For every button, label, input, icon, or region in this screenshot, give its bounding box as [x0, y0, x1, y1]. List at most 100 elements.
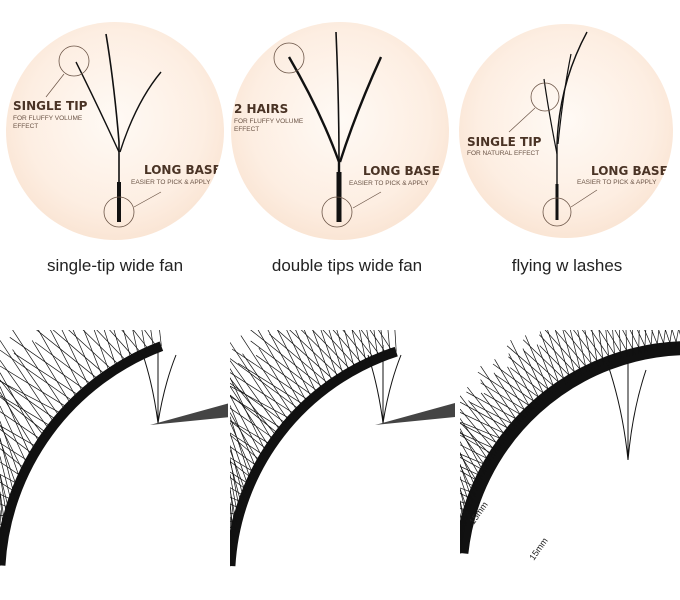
- lash-fiber: [460, 526, 463, 551]
- lash-fan-illustration: [508, 31, 598, 227]
- lash-fiber: [493, 372, 524, 420]
- lash-fan: [382, 354, 402, 424]
- base-title: LONG BASE: [144, 163, 221, 177]
- base-description: EASIER TO PICK & APPLY: [131, 179, 211, 186]
- lash-fiber: [536, 344, 556, 392]
- lash-fiber: [121, 330, 143, 355]
- lash-fiber: [250, 340, 320, 394]
- lash-fiber: [460, 500, 467, 527]
- lash-fan: [157, 354, 177, 424]
- lash-fiber: [230, 395, 264, 459]
- lash-fiber: [460, 453, 490, 467]
- lash-fiber: [0, 411, 43, 441]
- lash-fiber: [539, 331, 561, 388]
- lash-fiber: [460, 408, 498, 454]
- lash-fiber: [230, 489, 237, 525]
- lash-fiber: [665, 330, 673, 349]
- lash-fiber: [230, 457, 256, 474]
- lash-fiber: [141, 330, 147, 353]
- lash-fiber: [638, 330, 640, 354]
- lash-fiber: [68, 330, 114, 372]
- lash-fiber: [577, 330, 588, 373]
- lash-fiber: [332, 330, 364, 366]
- lash-fiber: [9, 337, 87, 392]
- lash-fiber: [230, 432, 265, 457]
- lash-fiber: [495, 374, 539, 405]
- lash-fiber: [0, 365, 69, 409]
- lash-fiber: [477, 371, 535, 410]
- lash-fiber: [466, 391, 522, 423]
- lash-fiber: [460, 487, 477, 495]
- lash-fiber: [0, 395, 53, 428]
- lash-fiber: [0, 474, 10, 513]
- lash-fiber: [651, 330, 661, 351]
- lash-fiber: [460, 470, 481, 483]
- lash-fiber: [0, 493, 5, 537]
- lash-fiber: [668, 330, 673, 350]
- base-description: EASIER TO PICK & APPLY: [349, 180, 429, 187]
- lash-fiber: [96, 330, 128, 363]
- lash-fiber: [573, 330, 602, 367]
- lash-fiber: [113, 330, 125, 365]
- lash-fiber: [359, 330, 367, 364]
- lash-fiber: [625, 330, 628, 357]
- lash-fiber: [460, 428, 485, 475]
- lash-fiber: [598, 330, 604, 365]
- lash-fiber: [103, 330, 118, 369]
- lash-fiber: [83, 330, 104, 378]
- lash-fiber: [0, 456, 13, 505]
- lash-fiber: [460, 412, 510, 437]
- feature-description: FOR FLUFFY VOLUME EFFECT: [234, 118, 304, 133]
- lash-fiber: [230, 476, 248, 491]
- lash-fiber: [460, 476, 472, 509]
- lash-fiber: [320, 330, 339, 380]
- lash-fiber: [590, 330, 613, 362]
- lash-fiber: [570, 330, 582, 376]
- lash-fiber: [0, 396, 48, 434]
- lash-fiber: [12, 330, 66, 412]
- lash-fiber: [508, 353, 537, 407]
- lash-fiber: [144, 330, 158, 348]
- lash-fiber: [31, 340, 72, 406]
- lash-fiber: [366, 330, 373, 361]
- feature-title: SINGLE TIP: [13, 99, 88, 113]
- lash-fiber: [230, 512, 240, 516]
- lash-fiber: [342, 330, 370, 363]
- lash-fiber: [269, 333, 331, 386]
- lash-strip-band: [460, 341, 680, 554]
- lash-fiber: [622, 330, 636, 355]
- lash-fiber: [378, 330, 394, 353]
- lash-fiber: [671, 330, 679, 349]
- lash-fiber: [468, 400, 505, 444]
- lash-fiber: [230, 530, 232, 557]
- lash-fiber: [0, 515, 9, 517]
- lash-fan-illustration: [273, 31, 383, 228]
- lash-fiber: [650, 330, 653, 352]
- lash-fiber: [0, 493, 14, 501]
- lash-fiber: [637, 330, 648, 353]
- lash-fiber: [0, 481, 17, 493]
- lash-fiber: [351, 330, 376, 360]
- lash-fiber: [237, 363, 306, 406]
- lash-fiber: [564, 330, 596, 369]
- lash-fiber: [230, 396, 284, 430]
- lash-fiber: [242, 353, 290, 423]
- lash-fiber: [230, 471, 250, 485]
- lash-fiber: [250, 330, 326, 390]
- lash-fiber: [0, 448, 27, 470]
- lash-fiber: [460, 432, 499, 451]
- photo-single-tip-lashes: [0, 330, 228, 600]
- lash-fiber: [0, 405, 29, 466]
- lash-fiber: [231, 348, 311, 402]
- lash-fiber: [230, 342, 286, 428]
- lash-fiber: [230, 461, 243, 506]
- lash-fiber: [614, 330, 631, 357]
- lash-fiber: [460, 421, 494, 459]
- lash-fiber: [230, 372, 297, 416]
- lash-fiber: [460, 479, 479, 489]
- lash-fiber: [373, 330, 379, 359]
- lash-fiber: [230, 377, 267, 454]
- lash-fiber: [507, 366, 533, 412]
- lash-fiber: [480, 379, 516, 429]
- lash-fan: [607, 364, 629, 461]
